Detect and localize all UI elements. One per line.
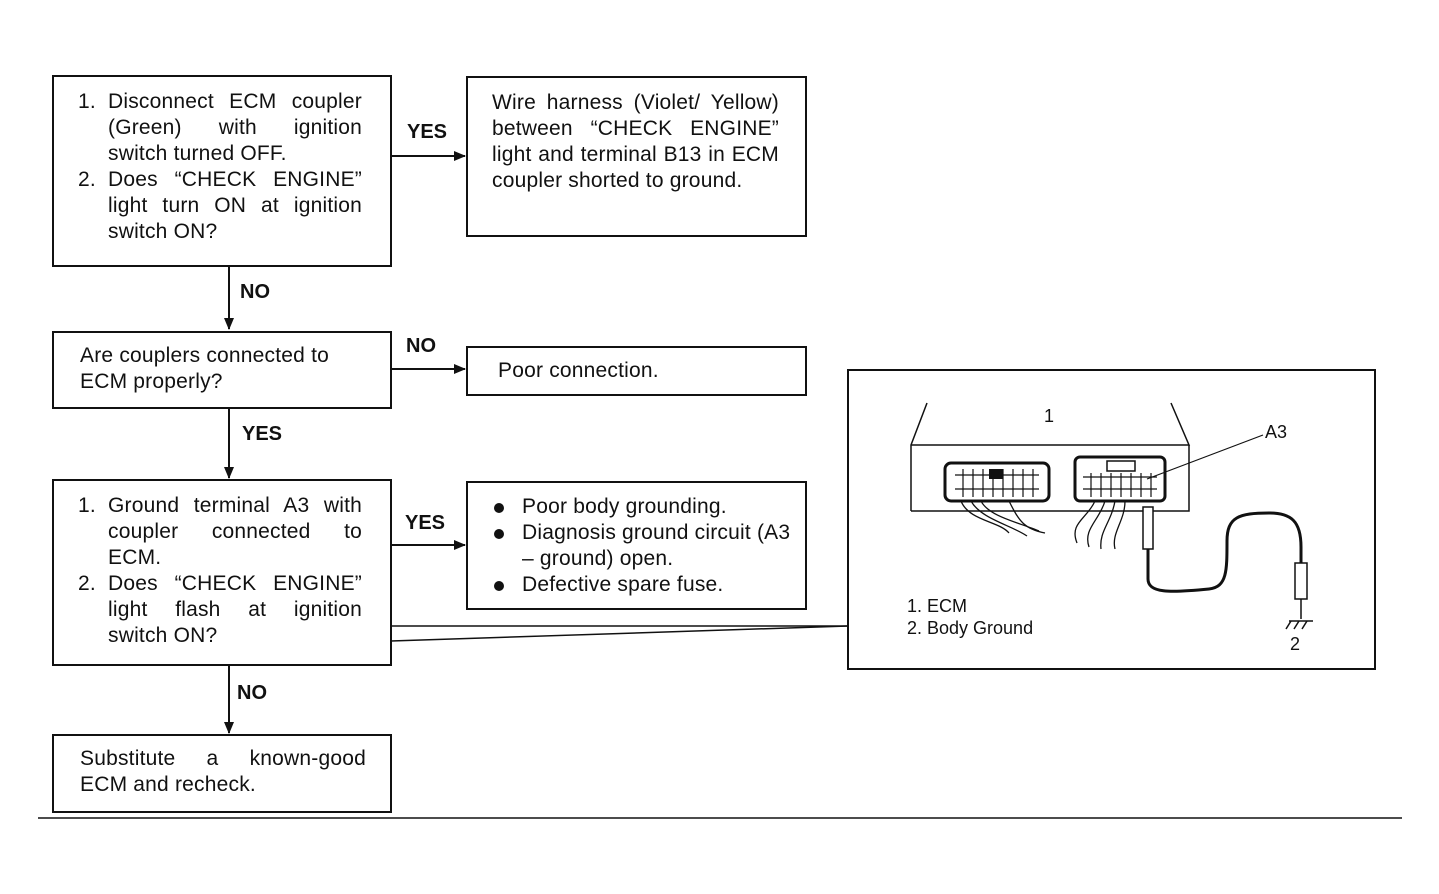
bullet-icon (494, 503, 504, 513)
step3-yes-item-3-text: Defective spare fuse. (522, 573, 724, 596)
step1-item-2: 2. Does “CHECK ENGINE” light turn ON at … (78, 167, 362, 245)
probe-connector (1142, 506, 1154, 550)
step3-item-2: 2. Does “CHECK ENGINE” light flash at ig… (78, 571, 362, 649)
callout-leader-a3 (1146, 434, 1264, 480)
label-yes-1: YES (407, 121, 448, 143)
fuse-icon (1294, 562, 1308, 600)
step3-item-2-text: Does “CHECK ENGINE” light flash at ignit… (108, 572, 362, 647)
callout-ecm-number: 1 (1044, 406, 1055, 426)
pointer-line-lower (390, 625, 849, 642)
legend-item-ecm: 1. ECM (907, 596, 968, 616)
step3-box: 1. Ground terminal A3 with coupler conne… (52, 479, 392, 666)
step4-text: Substitute a known-good ECM and recheck. (80, 747, 366, 796)
callout-ground-number: 2 (1290, 634, 1301, 654)
step3-yes-item-1: Poor body grounding. (488, 494, 791, 520)
step3-yes-item-1-text: Poor body grounding. (522, 495, 727, 518)
step1-item-1-num: 1. (78, 90, 96, 113)
step3-item-1-num: 1. (78, 494, 96, 517)
step2-no-text: Poor connection. (498, 359, 659, 382)
label-no-2: NO (406, 335, 436, 357)
ecm-illustration-panel: 1 A3 2 1. ECM 2. Body Ground (847, 369, 1376, 670)
step3-yes-box: Poor body grounding. Diagnosis ground ci… (466, 481, 807, 610)
ecm-drawing (910, 402, 1313, 630)
step1-item-1-text: Disconnect ECM coupler (Green) with igni… (108, 90, 362, 165)
step3-item-1: 1. Ground terminal A3 with coupler conne… (78, 493, 362, 571)
step3-yes-item-2: Diagnosis ground circuit (A3 – ground) o… (488, 520, 791, 572)
coupler-right (1073, 455, 1167, 503)
step1-list: 1. Disconnect ECM coupler (Green) with i… (78, 89, 362, 245)
step3-yes-list: Poor body grounding. Diagnosis ground ci… (488, 494, 791, 598)
ground-symbol-icon (1285, 620, 1313, 630)
bullet-icon (494, 581, 504, 591)
step2-no-box: Poor connection. (466, 346, 807, 396)
step1-item-2-num: 2. (78, 168, 96, 191)
step1-yes-text: Wire harness (Violet/ Yellow) between “C… (492, 91, 779, 192)
step3-list: 1. Ground terminal A3 with coupler conne… (78, 493, 362, 649)
jumper-wire (1146, 511, 1303, 593)
label-no-3: NO (237, 682, 267, 704)
step3-yes-item-2-text: Diagnosis ground circuit (A3 – ground) o… (522, 521, 791, 570)
wire-bundles (960, 500, 1126, 550)
bullet-icon (494, 529, 504, 539)
step1-yes-box: Wire harness (Violet/ Yellow) between “C… (466, 76, 807, 237)
callout-a3: A3 (1265, 422, 1288, 442)
step1-item-1: 1. Disconnect ECM coupler (Green) with i… (78, 89, 362, 167)
step3-item-2-num: 2. (78, 572, 96, 595)
legend-item-body-ground: 2. Body Ground (907, 618, 1034, 638)
step2-text: Are couplers connected to ECM properly? (80, 344, 329, 393)
label-yes-3: YES (405, 512, 446, 534)
step1-item-2-text: Does “CHECK ENGINE” light turn ON at ign… (108, 168, 362, 243)
step3-item-1-text: Ground terminal A3 with coupler connecte… (108, 494, 362, 569)
step4-box: Substitute a known-good ECM and recheck. (52, 734, 392, 813)
step2-box: Are couplers connected to ECM properly? (52, 331, 392, 409)
ecm-unit-outline (910, 402, 1191, 512)
label-yes-2: YES (242, 423, 283, 445)
step1-box: 1. Disconnect ECM coupler (Green) with i… (52, 75, 392, 267)
step3-yes-item-3: Defective spare fuse. (488, 572, 791, 598)
label-no-1: NO (240, 281, 270, 303)
